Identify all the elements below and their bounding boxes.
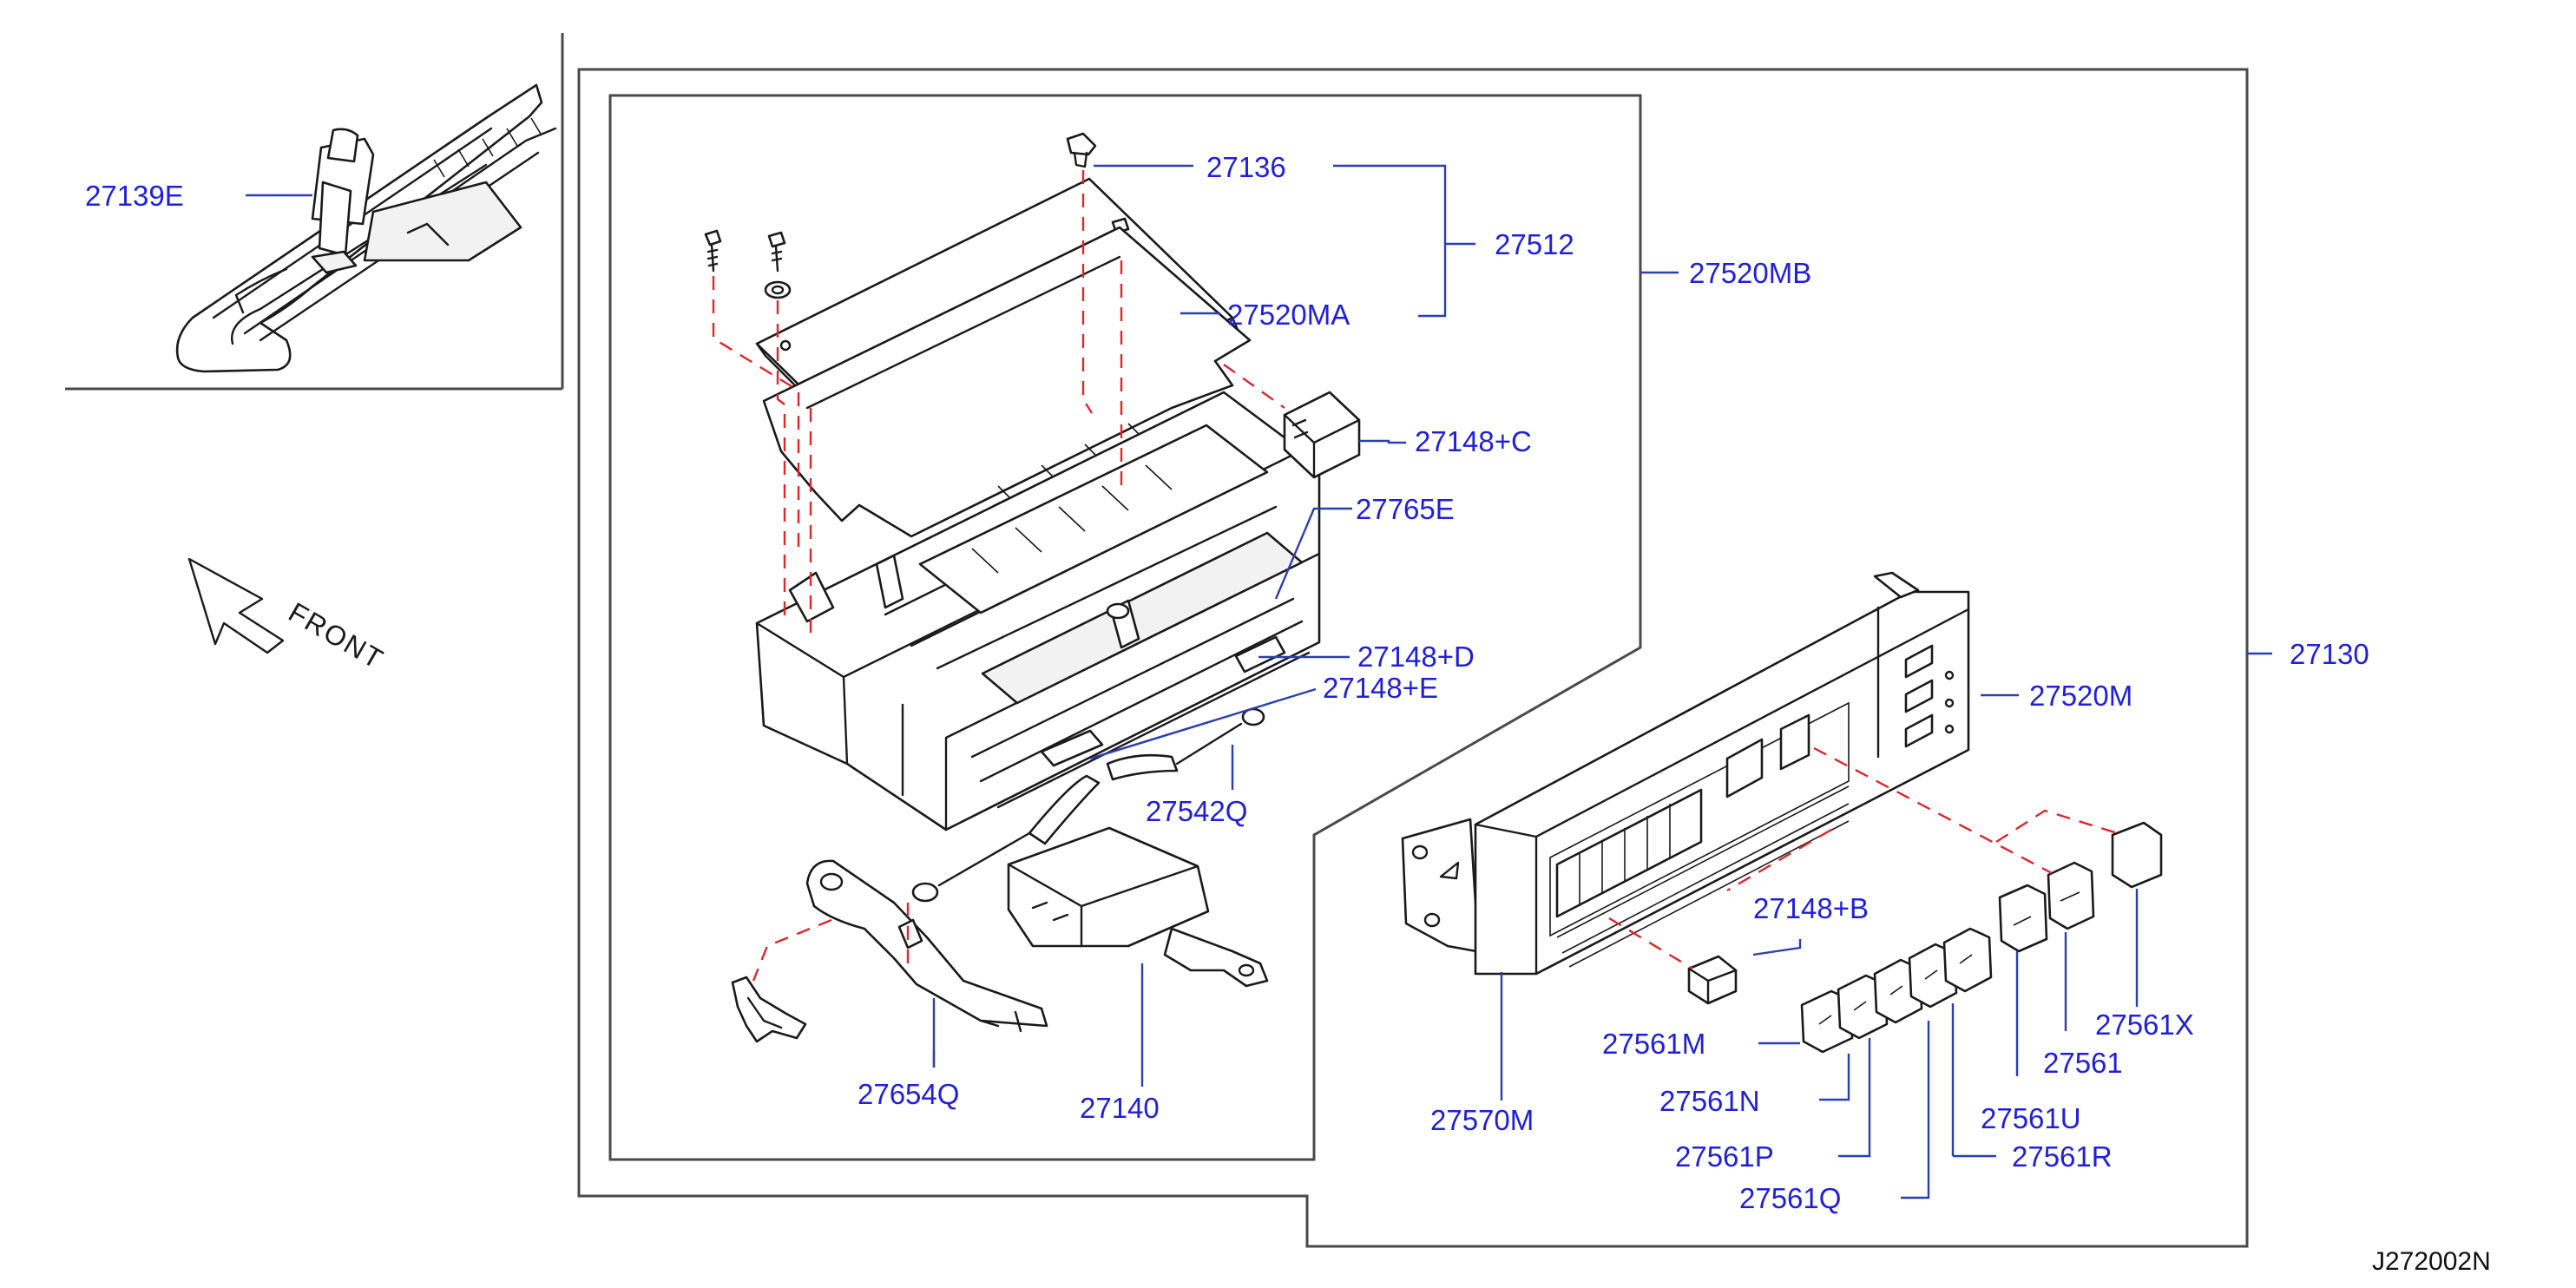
- callout-labels: 27136 27512 27520MB 27520MA 27148+C 2776…: [858, 151, 2369, 1214]
- callout-27512: 27512: [1495, 228, 1574, 260]
- callout-27561M: 27561M: [1602, 1028, 1705, 1060]
- callout-27520MB: 27520MB: [1689, 257, 1811, 289]
- callout-27765E: 27765E: [1356, 493, 1455, 525]
- front-panel-illustration: [1401, 571, 2163, 1054]
- callout-27561X: 27561X: [2095, 1009, 2194, 1041]
- inset-frame: [65, 33, 564, 391]
- control-unit-illustration: [704, 132, 1361, 1043]
- hidden-lines-right: [1608, 746, 2124, 970]
- callout-27148D: 27148+D: [1357, 641, 1475, 673]
- callout-27561U: 27561U: [1981, 1102, 2081, 1134]
- callout-27148C: 27148+C: [1415, 425, 1532, 457]
- callout-27148E: 27148+E: [1323, 672, 1438, 704]
- leader-lines: [932, 164, 2272, 1199]
- callout-27570M: 27570M: [1430, 1104, 1534, 1136]
- diagram-code: J272002N: [2372, 1247, 2491, 1276]
- callout-27130: 27130: [2290, 638, 2369, 670]
- callout-27561P: 27561P: [1675, 1140, 1774, 1173]
- callout-27542Q: 27542Q: [1146, 795, 1247, 827]
- callout-27520MA: 27520MA: [1227, 299, 1350, 331]
- front-label: FRONT: [284, 596, 390, 675]
- callout-27148B: 27148+B: [1753, 892, 1869, 924]
- callout-27561: 27561: [2043, 1047, 2123, 1079]
- hidden-lines-left: [712, 170, 1285, 982]
- front-arrow-icon: [187, 557, 285, 654]
- control-unit-frame: [608, 94, 1642, 1161]
- button-row: [1800, 821, 2163, 1054]
- callout-27561R: 27561R: [2012, 1140, 2113, 1173]
- knob-inset-illustration: [175, 83, 557, 373]
- callout-27136: 27136: [1206, 151, 1286, 183]
- callout-27520M: 27520M: [2029, 680, 2132, 712]
- callout-27140: 27140: [1080, 1092, 1160, 1124]
- callout-27561Q: 27561Q: [1739, 1182, 1841, 1214]
- callout-27139E: 27139E: [85, 180, 184, 212]
- callout-27561N: 27561N: [1659, 1085, 1760, 1117]
- callout-27654Q: 27654Q: [858, 1078, 959, 1110]
- main-assembly-frame: [577, 68, 2249, 1248]
